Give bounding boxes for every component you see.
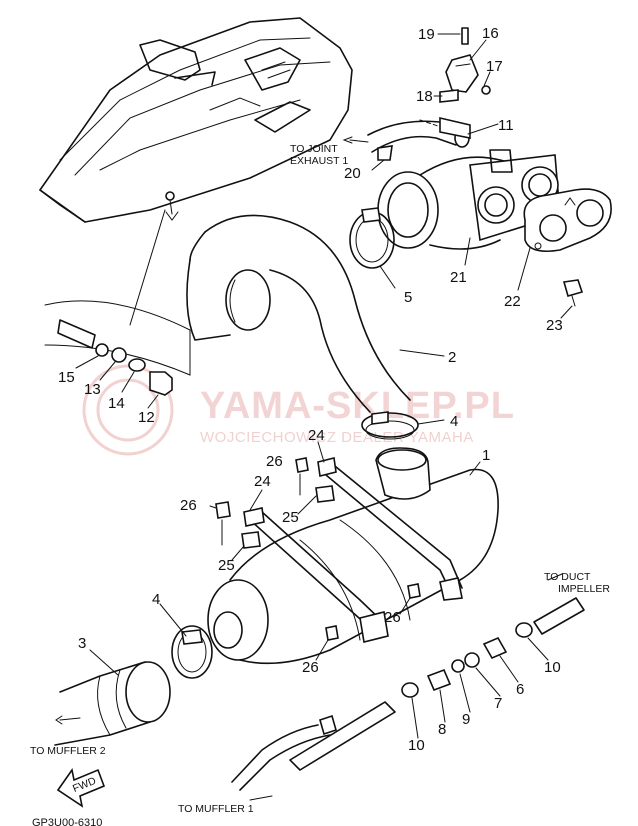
cap-15	[95, 343, 109, 357]
callout-numbers: 19 16 17 18 11 20 21 22 23 5 2 15 13 14 …	[58, 25, 563, 754]
hose-2	[186, 214, 411, 413]
callout-15: 15	[58, 369, 75, 386]
callout-17: 17	[486, 58, 503, 75]
callout-1: 1	[482, 447, 490, 464]
callout-2: 2	[448, 349, 456, 366]
washer-13	[111, 347, 127, 363]
clip-10-b	[401, 682, 419, 698]
caption-to-duct-line1: TO DUCT	[544, 571, 591, 583]
leader-line	[129, 209, 166, 326]
drawing-code: GP3U00-6310	[32, 817, 102, 826]
callout-6: 6	[516, 681, 524, 698]
watermark-title: YAMA-SKLEP.PL	[200, 385, 515, 427]
clamp-assembly	[439, 27, 491, 103]
callout-19: 19	[418, 26, 435, 43]
callout-26-left: 26	[180, 497, 197, 514]
fwd-arrow: FWD	[56, 768, 106, 808]
clamp-5	[349, 207, 395, 269]
caption-to-joint-line2: EXHAUST 1	[290, 155, 348, 167]
callout-8: 8	[438, 721, 446, 738]
callout-9: 9	[462, 711, 470, 728]
callout-25-left: 25	[218, 557, 235, 574]
callout-10-left: 10	[408, 737, 425, 754]
fitting-12	[149, 371, 173, 396]
callout-4-top: 4	[450, 413, 458, 430]
callout-21: 21	[450, 269, 467, 286]
washer-9	[451, 659, 465, 673]
callout-25-right: 25	[282, 509, 299, 526]
leader-lines	[75, 33, 573, 739]
watermark-logo-inner	[96, 378, 160, 442]
bolt-19	[461, 27, 469, 45]
callout-26-top: 26	[266, 453, 283, 470]
nut-17	[481, 85, 491, 95]
gasket-22	[523, 188, 612, 253]
callout-22: 22	[504, 293, 521, 310]
drain-fitting-detail	[44, 300, 191, 396]
watermark-logo	[82, 364, 174, 456]
callout-23: 23	[546, 317, 563, 334]
caption-to-muffler-2: TO MUFFLER 2	[30, 745, 106, 757]
callout-5: 5	[404, 289, 412, 306]
watermark: YAMA-SKLEP.PL WOJCIECHOWICZ DEALER YAMAH…	[82, 364, 515, 456]
captions: TO JOINT EXHAUST 1 TO DUCT IMPELLER TO M…	[30, 143, 610, 826]
washer-14	[128, 358, 146, 372]
callout-24-top: 24	[308, 427, 325, 444]
clamp-4-top	[361, 411, 419, 440]
caption-to-muffler-1: TO MUFFLER 1	[178, 803, 254, 815]
callout-7: 7	[494, 695, 502, 712]
watermark-subtitle: WOJCIECHOWICZ DEALER YAMAHA	[200, 429, 474, 446]
callout-26-right: 26	[384, 609, 401, 626]
bolt-23	[562, 279, 584, 297]
callout-24-left: 24	[254, 473, 271, 490]
callout-10-right: 10	[544, 659, 561, 676]
callout-18: 18	[416, 88, 433, 105]
clamp-20	[377, 145, 393, 161]
fitting-6	[482, 636, 508, 660]
watercraft-illustration	[39, 17, 353, 223]
muffler-1	[207, 447, 499, 665]
callout-20: 20	[344, 165, 361, 182]
callout-14: 14	[108, 395, 125, 412]
duct-fittings	[401, 573, 585, 698]
bolts-26	[215, 457, 421, 641]
caption-to-joint-line1: TO JOINT	[290, 143, 338, 155]
tube-to-muffler-1	[231, 701, 396, 801]
callout-11: 11	[498, 117, 514, 134]
bracket-16	[445, 54, 479, 93]
bolt-18	[439, 89, 459, 103]
muffler-straps	[241, 457, 463, 643]
clip-10-a	[515, 622, 533, 638]
clamp-4-lower	[171, 625, 213, 679]
caption-to-duct-line2: IMPELLER	[558, 583, 610, 595]
hose-3	[54, 661, 171, 746]
callout-26-bottom: 26	[302, 659, 319, 676]
callout-13: 13	[84, 381, 101, 398]
callout-12: 12	[138, 409, 155, 426]
fitting-8	[426, 668, 452, 692]
washer-7	[464, 652, 480, 668]
callout-4-lower: 4	[152, 591, 160, 608]
callout-3: 3	[78, 635, 86, 652]
callout-16: 16	[482, 25, 499, 42]
